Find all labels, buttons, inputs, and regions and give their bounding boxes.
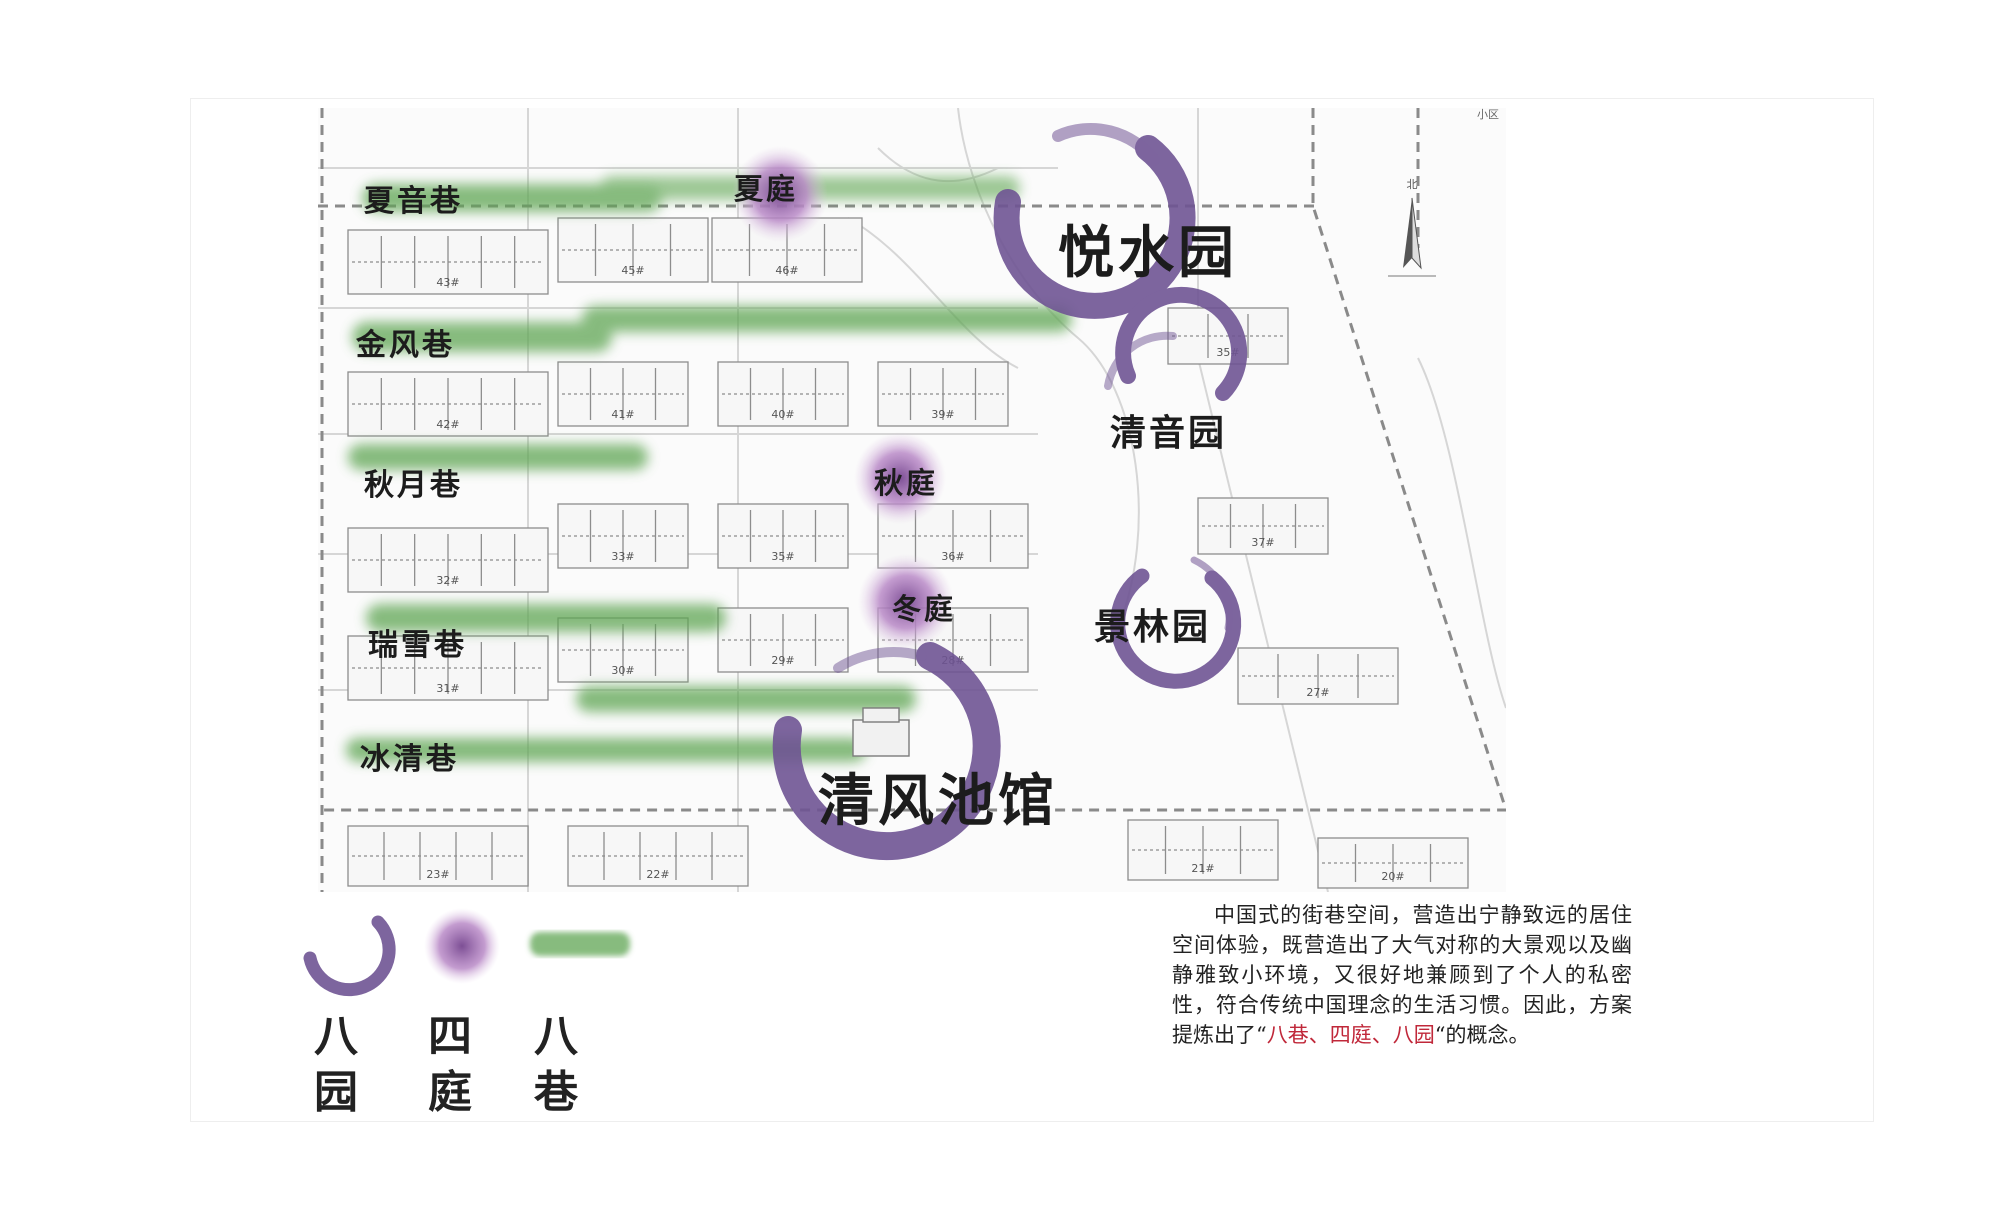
- courtyard-dots: [732, 146, 954, 650]
- legend-lane-icon: [530, 932, 630, 956]
- concept-description: 中国式的街巷空间，营造出宁静致远的居住空间体验，既营造出了大气对称的大景观以及幽…: [1172, 900, 1632, 1050]
- building-number: 27#: [1306, 686, 1329, 699]
- building-number: 41#: [611, 408, 634, 421]
- map-corner-label: 小区: [1477, 108, 1499, 121]
- building-block: 22#: [567, 825, 749, 887]
- description-text: 中国式的街巷空间，营造出宁静致远的居住空间体验，既营造出了大气对称的大景观以及幽…: [1172, 903, 1632, 1047]
- lane-label-xiayin: 夏音巷: [364, 184, 463, 219]
- building-number: 35#: [771, 550, 794, 563]
- building-block: 23#: [347, 825, 529, 887]
- building-number: 37#: [1251, 536, 1274, 549]
- legend-garden-word-bottom: 园: [314, 1067, 358, 1118]
- building-block: 27#: [1237, 647, 1399, 705]
- building-block: 35#: [717, 503, 849, 569]
- building-block: 45#: [557, 217, 709, 283]
- legend-symbols: [303, 908, 630, 997]
- lane-label-bingqing: 冰清巷: [360, 742, 459, 777]
- lane-label-jinfeng: 金风巷: [356, 328, 455, 363]
- building-block: 31#: [347, 635, 549, 701]
- building-number: 31#: [436, 682, 459, 695]
- building-block: 42#: [347, 371, 549, 437]
- building-number: 29#: [771, 654, 794, 667]
- building-number: 33#: [611, 550, 634, 563]
- building-number: 30#: [611, 664, 634, 677]
- description-highlight: 八巷、四庭、八园: [1266, 1023, 1435, 1047]
- building-number: 32#: [436, 574, 459, 587]
- north-arrow-icon: [1388, 197, 1436, 277]
- garden-label-jinglin: 景林园: [1094, 606, 1212, 648]
- legend-courtyard-word-top: 四: [428, 1011, 472, 1062]
- building-block: 33#: [557, 503, 689, 569]
- page-frame: [190, 98, 1874, 1122]
- building-block: 32#: [347, 527, 549, 593]
- legend-courtyard-icon: [424, 908, 500, 984]
- description-tail: “的概念。: [1434, 1023, 1530, 1047]
- lane-label-qiuyue: 秋月巷: [364, 468, 463, 503]
- building-number: 43#: [436, 276, 459, 289]
- building-number: 20#: [1381, 870, 1404, 883]
- building-number: 39#: [931, 408, 954, 421]
- lane-label-ruixue: 瑞雪巷: [368, 628, 467, 663]
- legend-courtyard-word-bottom: 庭: [428, 1067, 472, 1118]
- north-label: 北: [1407, 178, 1418, 191]
- building-number: 22#: [646, 868, 669, 881]
- garden-label-yueshui: 悦水园: [1058, 220, 1238, 286]
- building-block: 37#: [1197, 497, 1329, 555]
- building-number: 45#: [621, 264, 644, 277]
- building-number: 36#: [941, 550, 964, 563]
- legend-garden-word-top: 八: [314, 1011, 358, 1062]
- building-block: 21#: [1127, 819, 1279, 881]
- garden-label-qingyin: 清音园: [1110, 412, 1228, 454]
- courtyard-label-xia: 夏庭: [734, 172, 799, 206]
- legend-lane-word-top: 八: [534, 1011, 578, 1062]
- site-plan: 43# 45# 46# 42# 41# 40# 39# 32# 33# 35# 36# 31# 30# 2…: [318, 108, 1506, 892]
- building-block: 40#: [717, 361, 849, 427]
- building-number: 23#: [426, 868, 449, 881]
- legend-lane-word-bottom: 巷: [534, 1067, 578, 1118]
- building-number: 42#: [436, 418, 459, 431]
- legend-garden-icon: [303, 915, 396, 997]
- building-block: 29#: [717, 607, 849, 673]
- building-block: 41#: [557, 361, 689, 427]
- building-number: 21#: [1191, 862, 1214, 875]
- building-block: 39#: [877, 361, 1009, 427]
- garden-label-qingfeng: 清风池馆: [818, 768, 1058, 834]
- pavilion: [852, 707, 910, 757]
- courtyard-label-dong: 冬庭: [892, 592, 957, 626]
- building-block: 20#: [1317, 837, 1469, 889]
- lane-strokes: [346, 176, 1072, 762]
- garden-rings: [772, 123, 1248, 861]
- courtyard-label-qiu: 秋庭: [874, 466, 939, 500]
- site-plan-drawing: 43# 45# 46# 42# 41# 40# 39# 32# 33# 35# 36# 31# 30# 2…: [318, 108, 1506, 892]
- building-block: 43#: [347, 229, 549, 295]
- building-number: 46#: [775, 264, 798, 277]
- building-number: 40#: [771, 408, 794, 421]
